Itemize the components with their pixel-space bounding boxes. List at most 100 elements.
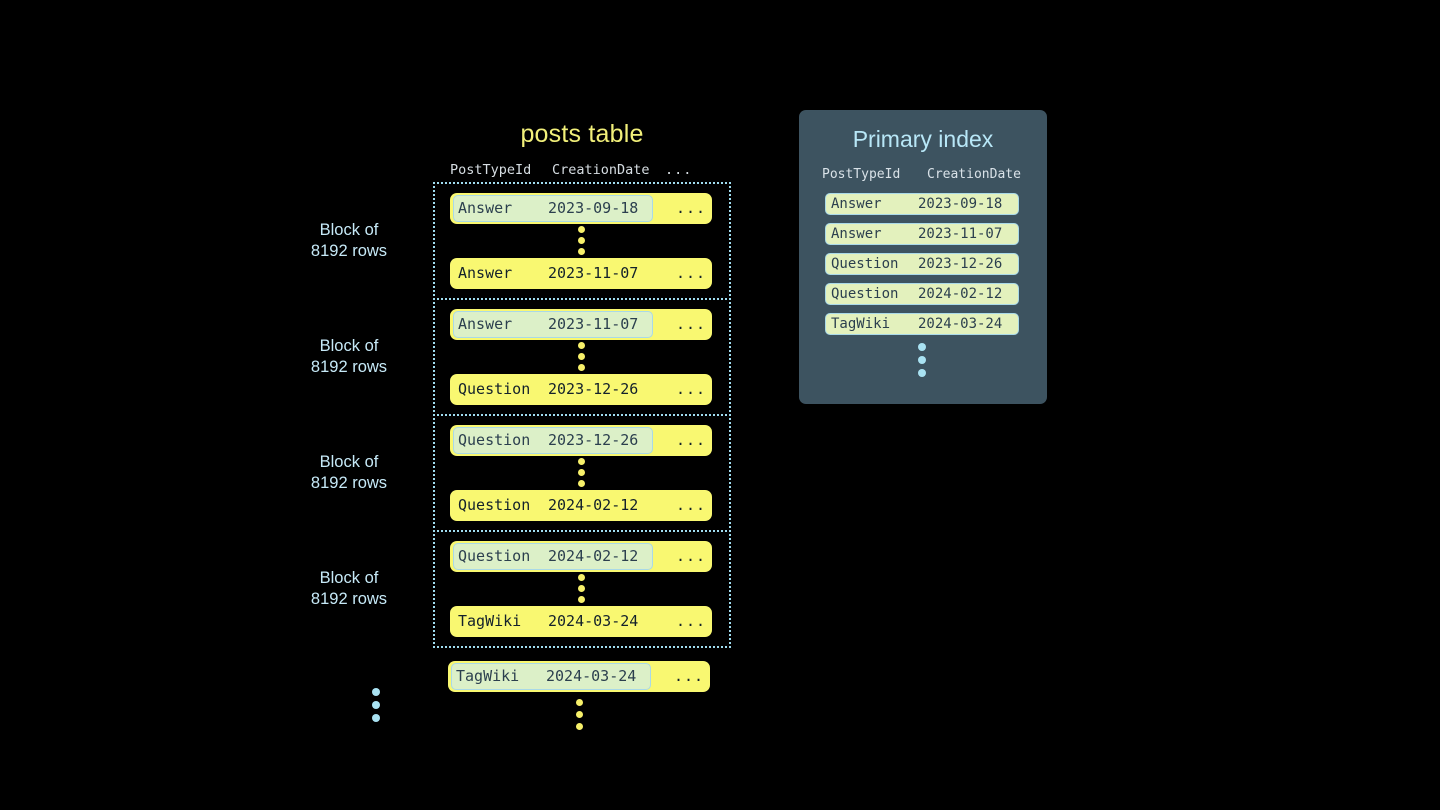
cell-creationdate: 2023-09-18 xyxy=(918,196,1003,212)
cell-creationdate: 2024-03-24 xyxy=(918,316,1003,332)
index-row[interactable]: Question 2024-02-12 xyxy=(825,283,1019,305)
index-row[interactable]: TagWiki 2024-03-24 xyxy=(825,313,1019,335)
dot xyxy=(577,364,585,371)
primary-index-rows: Answer 2023-09-18 Answer 2023-11-07 Ques… xyxy=(799,193,1047,335)
block-label-line2: 8192 rows xyxy=(310,590,388,608)
dot xyxy=(577,248,585,255)
cell-posttypeid: Answer xyxy=(458,264,513,282)
cell-creationdate: 2023-11-07 xyxy=(548,264,639,282)
rows-omitted-dots xyxy=(450,340,712,374)
table-row[interactable]: Answer 2023-11-07 ... xyxy=(450,309,712,340)
block-group: Block of 8192 rows Answer 2023-09-18 ...… xyxy=(311,182,731,300)
dot xyxy=(577,596,585,603)
block-label-line1: Block of xyxy=(319,221,379,239)
cell-ellipsis: ... xyxy=(674,667,705,685)
cell-ellipsis: ... xyxy=(676,431,707,449)
dot xyxy=(918,343,926,351)
index-rows-omitted-dots xyxy=(825,343,1019,377)
dot xyxy=(577,353,585,360)
block-label: Block of 8192 rows xyxy=(279,568,419,610)
rows-omitted-dots xyxy=(450,224,712,258)
cell-posttypeid: Question xyxy=(458,431,531,449)
block-label: Block of 8192 rows xyxy=(279,220,419,262)
block-label-line2: 8192 rows xyxy=(310,474,388,492)
block-label-line1: Block of xyxy=(319,337,379,355)
dot xyxy=(577,342,585,349)
cell-posttypeid: Question xyxy=(458,496,531,514)
rows-omitted-dots xyxy=(448,697,710,737)
dot xyxy=(575,711,583,718)
cell-ellipsis: ... xyxy=(676,264,707,282)
cell-posttypeid: Answer xyxy=(458,315,513,333)
primary-index-column-headers: PostTypeId CreationDate xyxy=(822,167,1022,187)
row-highlight-overlay xyxy=(453,427,653,454)
dot xyxy=(577,574,585,581)
cell-creationdate: 2024-02-12 xyxy=(548,496,639,514)
column-header-creationdate: CreationDate xyxy=(552,162,650,178)
column-header-posttypeid: PostTypeId xyxy=(450,162,532,178)
table-row[interactable]: Question 2023-12-26 ... xyxy=(450,374,712,405)
table-row[interactable]: Answer 2023-11-07 ... xyxy=(450,258,712,289)
column-header-ellipsis: ... xyxy=(665,162,693,178)
rows-omitted-dots xyxy=(450,456,712,490)
cell-posttypeid: TagWiki xyxy=(458,612,522,630)
block-group: Block of 8192 rows Answer 2023-11-07 ...… xyxy=(311,298,731,416)
cell-ellipsis: ... xyxy=(676,380,707,398)
cell-posttypeid: Answer xyxy=(831,196,882,212)
dot xyxy=(577,585,585,592)
cell-creationdate: 2024-02-12 xyxy=(918,286,1003,302)
cell-posttypeid: TagWiki xyxy=(456,667,520,685)
cell-creationdate: 2024-03-24 xyxy=(548,612,639,630)
cell-posttypeid: Question xyxy=(458,380,531,398)
cell-posttypeid: Answer xyxy=(458,199,513,217)
cell-creationdate: 2024-02-12 xyxy=(548,547,639,565)
rows-omitted-dots xyxy=(450,572,712,606)
cell-posttypeid: Answer xyxy=(831,226,882,242)
cell-creationdate: 2023-11-07 xyxy=(548,315,639,333)
dot xyxy=(577,480,585,487)
column-header-creationdate: CreationDate xyxy=(927,167,1021,182)
dot xyxy=(577,458,585,465)
posts-table-title: posts table xyxy=(520,120,644,148)
cell-creationdate: 2023-11-07 xyxy=(918,226,1003,242)
dot xyxy=(575,723,583,730)
table-row[interactable]: Question 2023-12-26 ... xyxy=(450,425,712,456)
dot xyxy=(918,356,926,364)
dot xyxy=(577,226,585,233)
cell-ellipsis: ... xyxy=(676,547,707,565)
block-label-line1: Block of xyxy=(319,569,379,587)
index-row[interactable]: Answer 2023-09-18 xyxy=(825,193,1019,215)
block-label: Block of 8192 rows xyxy=(279,336,419,378)
block-group: Block of 8192 rows Question 2024-02-12 .… xyxy=(311,530,731,648)
block-label-line2: 8192 rows xyxy=(310,242,388,260)
primary-index-panel: Primary index PostTypeId CreationDate An… xyxy=(799,110,1047,404)
block-label-line1: Block of xyxy=(319,453,379,471)
cell-posttypeid: Question xyxy=(831,286,899,302)
posts-table-column-headers: PostTypeId CreationDate ... xyxy=(450,162,712,182)
row-highlight-overlay xyxy=(453,311,653,338)
block-group: Block of 8192 rows Question 2023-12-26 .… xyxy=(311,414,731,532)
block-label: Block of 8192 rows xyxy=(279,452,419,494)
cell-creationdate: 2023-09-18 xyxy=(548,199,639,217)
table-row[interactable]: TagWiki 2024-03-24 ... xyxy=(448,661,710,692)
table-row[interactable]: Question 2024-02-12 ... xyxy=(450,541,712,572)
dot xyxy=(577,469,585,476)
row-highlight-overlay xyxy=(453,195,653,222)
block-label-line2: 8192 rows xyxy=(310,358,388,376)
dot xyxy=(372,714,380,722)
column-header-posttypeid: PostTypeId xyxy=(822,167,901,182)
cell-ellipsis: ... xyxy=(676,496,707,514)
row-highlight-overlay xyxy=(453,543,653,570)
cell-posttypeid: Question xyxy=(831,256,899,272)
table-row[interactable]: Question 2024-02-12 ... xyxy=(450,490,712,521)
dot xyxy=(918,369,926,377)
posts-table-section: posts table PostTypeId CreationDate ... … xyxy=(311,120,733,737)
cell-ellipsis: ... xyxy=(676,612,707,630)
table-row[interactable]: Answer 2023-09-18 ... xyxy=(450,193,712,224)
cell-ellipsis: ... xyxy=(676,315,707,333)
index-row[interactable]: Answer 2023-11-07 xyxy=(825,223,1019,245)
row-highlight-overlay xyxy=(451,663,651,690)
cell-creationdate: 2024-03-24 xyxy=(546,667,637,685)
index-row[interactable]: Question 2023-12-26 xyxy=(825,253,1019,275)
table-row[interactable]: TagWiki 2024-03-24 ... xyxy=(450,606,712,637)
